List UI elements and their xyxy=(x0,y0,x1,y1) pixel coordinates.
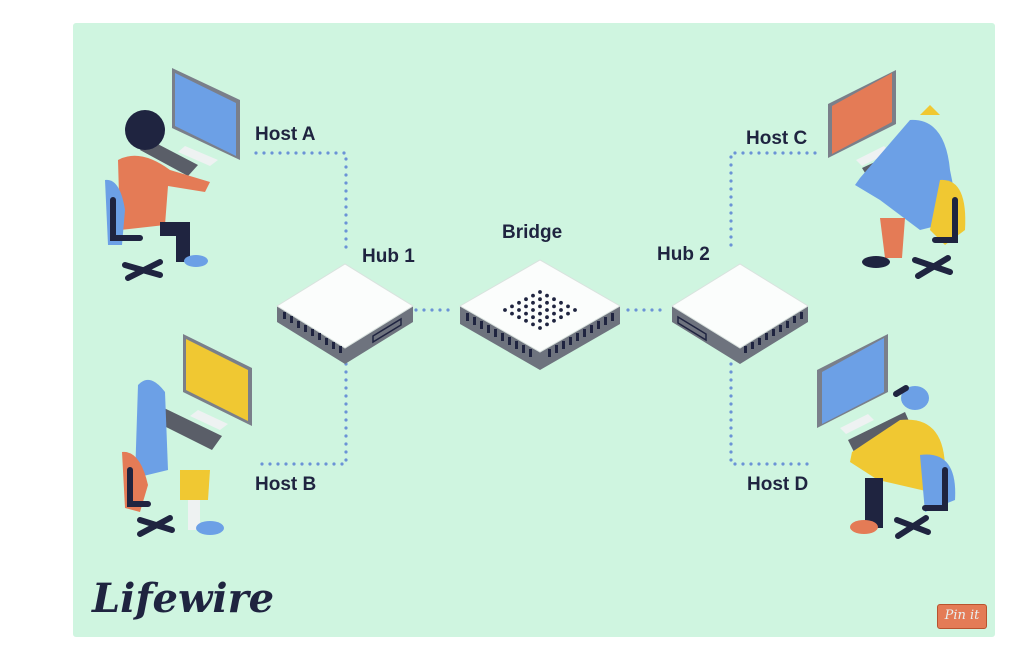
hub-2-device[interactable] xyxy=(671,263,809,364)
bridge-led xyxy=(531,293,535,298)
pin-it-button[interactable]: Pin it xyxy=(937,604,987,629)
bridge-device[interactable] xyxy=(458,259,622,370)
bridge-led xyxy=(531,322,535,327)
connections xyxy=(254,151,817,466)
edge-host-a-hub-1 xyxy=(254,151,348,252)
label-host-c: Host C xyxy=(746,128,808,149)
bridge-led xyxy=(517,308,521,312)
host-c-workstation[interactable] xyxy=(828,70,966,279)
bridge-led xyxy=(559,300,563,305)
bridge-led xyxy=(538,326,542,330)
bridge-led xyxy=(503,308,507,312)
label-host-b: Host B xyxy=(255,474,316,495)
hub-1-ports xyxy=(283,312,342,353)
bridge-led-grid xyxy=(503,290,577,330)
bridge-led xyxy=(524,318,528,323)
host-b-keyboard xyxy=(158,408,222,450)
bridge-led xyxy=(538,311,542,316)
edge-hub-2-host-c xyxy=(729,151,817,252)
bridge-led xyxy=(510,304,514,309)
bridge-led xyxy=(566,304,570,309)
bridge-led xyxy=(552,311,556,316)
bridge-led xyxy=(524,304,528,309)
bridge-led xyxy=(552,318,556,323)
bridge-led xyxy=(538,304,542,309)
bridge-led xyxy=(517,315,521,320)
host-b-workstation[interactable] xyxy=(122,334,252,537)
bridge-led xyxy=(524,297,528,302)
host-c-screen xyxy=(832,73,892,154)
bridge-led xyxy=(510,311,514,316)
host-a-screen xyxy=(175,73,236,156)
host-a-keyboard xyxy=(140,140,198,176)
bridge-led xyxy=(524,311,528,316)
bridge-led xyxy=(545,300,549,305)
host-d-screen xyxy=(822,338,884,424)
bridge-led xyxy=(531,315,535,320)
edge-host-b-hub-1 xyxy=(254,362,348,466)
bridge-led xyxy=(566,311,570,316)
bridge-led xyxy=(559,315,563,320)
host-a-workstation[interactable] xyxy=(105,68,240,281)
bridge-led xyxy=(538,290,542,294)
bridge-led xyxy=(545,322,549,327)
bridge-led xyxy=(517,300,521,305)
bridge-led xyxy=(531,300,535,305)
label-bridge: Bridge xyxy=(502,222,562,243)
edge-hub-2-host-d xyxy=(729,362,817,466)
bridge-led xyxy=(531,308,535,312)
hub-1-device[interactable] xyxy=(276,263,414,364)
bridge-led xyxy=(545,308,549,312)
label-host-a: Host A xyxy=(255,124,316,145)
bridge-led xyxy=(538,297,542,302)
bridge-led xyxy=(552,304,556,309)
bridge-led xyxy=(552,297,556,302)
bridge-led xyxy=(573,308,577,312)
bridge-ports xyxy=(466,313,614,357)
host-b-screen xyxy=(186,339,248,421)
hub-2-ports xyxy=(744,312,803,353)
label-hub-2: Hub 2 xyxy=(657,244,710,265)
lifewire-logo: Lifewire xyxy=(91,575,274,622)
bridge-led xyxy=(538,318,542,323)
bridge-led xyxy=(545,293,549,298)
bridge-led xyxy=(559,308,563,312)
label-host-d: Host D xyxy=(747,474,808,495)
host-d-workstation[interactable] xyxy=(817,334,956,539)
label-hub-1: Hub 1 xyxy=(362,246,415,267)
bridge-led xyxy=(545,315,549,320)
